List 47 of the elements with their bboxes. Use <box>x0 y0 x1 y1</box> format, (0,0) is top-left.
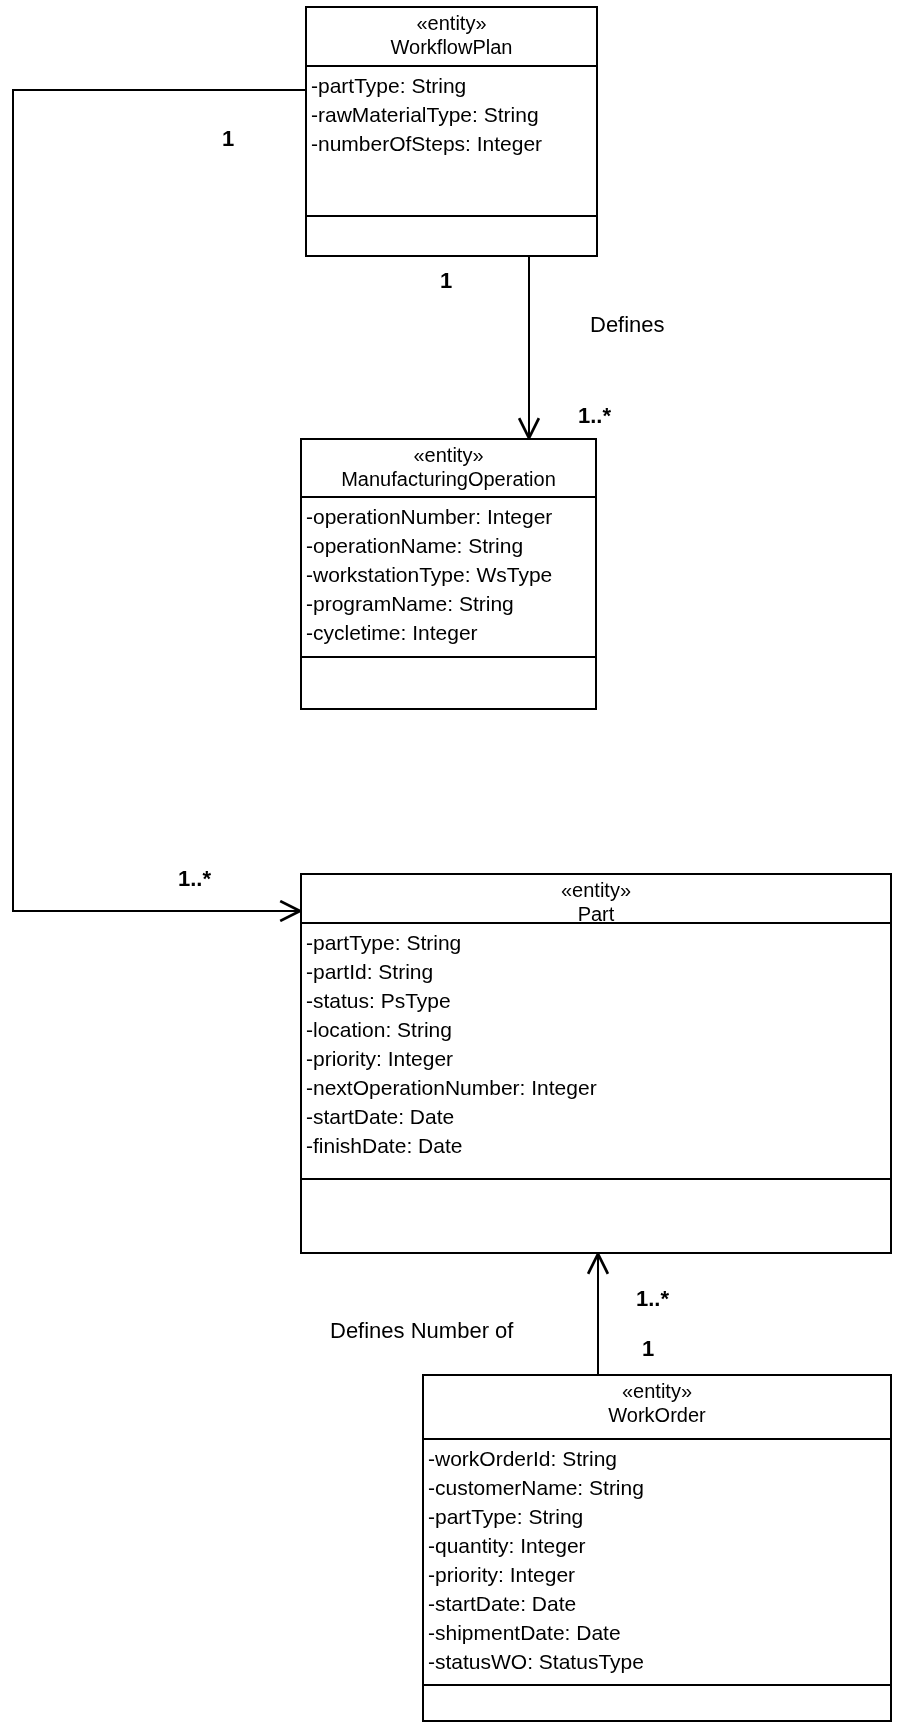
stereotype-label: «entity» <box>412 443 485 467</box>
attribute-text: -location: String <box>306 1017 453 1043</box>
attribute-text: -finishDate: Date <box>306 1133 464 1159</box>
attribute-text: -partType: String <box>306 930 463 956</box>
attribute-text: -startDate: Date <box>428 1591 578 1617</box>
attribute-text: -priority: Integer <box>306 1046 455 1072</box>
association-arrow <box>517 256 541 440</box>
attribute-text: -quantity: Integer <box>428 1533 587 1559</box>
multiplicity-label: 1 <box>222 126 235 152</box>
multiplicity-label: 1..* <box>636 1286 670 1312</box>
attribute-text: -operationNumber: Integer <box>306 504 554 530</box>
attribute-text: -statusWO: StatusType <box>428 1649 645 1675</box>
attribute-text: -rawMaterialType: String <box>311 102 540 128</box>
multiplicity-label: 1..* <box>578 403 612 429</box>
class-box <box>300 438 597 710</box>
attribute-text: -priority: Integer <box>428 1562 577 1588</box>
class-box <box>305 6 598 257</box>
attribute-text: -partType: String <box>311 73 468 99</box>
stereotype-label: «entity» <box>415 11 488 35</box>
edge-label: Defines <box>590 312 665 338</box>
attribute-text: -programName: String <box>306 591 515 617</box>
attribute-text: -shipmentDate: Date <box>428 1620 622 1646</box>
class-name: Part <box>576 902 616 926</box>
stereotype-label: «entity» <box>559 878 633 902</box>
attribute-text: -cycletime: Integer <box>306 620 479 646</box>
attribute-text: -customerName: String <box>428 1475 645 1501</box>
attribute-text: -nextOperationNumber: Integer <box>306 1075 598 1101</box>
association-arrow <box>12 89 306 923</box>
attribute-text: -workstationType: WsType <box>306 562 554 588</box>
association-arrow <box>586 1252 610 1375</box>
attribute-text: -startDate: Date <box>306 1104 456 1130</box>
attribute-text: -operationName: String <box>306 533 525 559</box>
attribute-text: -status: PsType <box>306 988 452 1014</box>
edge-label: Defines Number of <box>330 1318 514 1344</box>
class-name: WorkflowPlan <box>389 35 514 59</box>
class-name: WorkOrder <box>607 1403 707 1427</box>
class-box <box>422 1374 892 1722</box>
class-box <box>300 873 892 1254</box>
class-name: ManufacturingOperation <box>340 467 557 491</box>
attribute-text: -partId: String <box>306 959 435 985</box>
attribute-text: -workOrderId: String <box>428 1446 619 1472</box>
attribute-text: -numberOfSteps: Integer <box>311 131 544 157</box>
attribute-text: -partType: String <box>428 1504 585 1530</box>
multiplicity-label: 1 <box>642 1336 655 1362</box>
stereotype-label: «entity» <box>620 1379 694 1403</box>
multiplicity-label: 1..* <box>178 866 212 892</box>
multiplicity-label: 1 <box>440 268 453 294</box>
